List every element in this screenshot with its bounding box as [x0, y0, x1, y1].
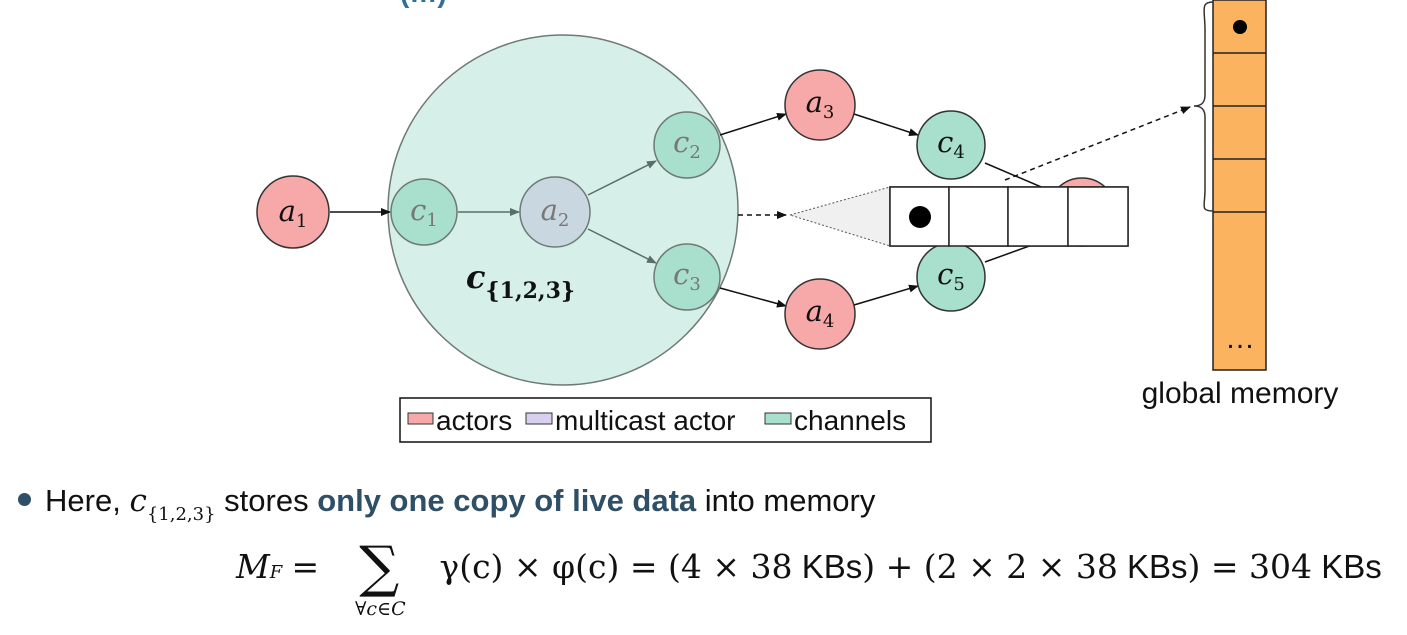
- dashed-arrow-to-memory: [1004, 106, 1191, 181]
- formula-sum: ∑∀c∈C: [336, 540, 422, 621]
- svg-text:c1: c1: [410, 193, 438, 231]
- bullet-highlight: only one copy of live data: [317, 483, 697, 518]
- svg-text:c3: c3: [673, 257, 701, 295]
- node-a2: a2: [519, 176, 591, 248]
- svg-text:c5: c5: [937, 257, 965, 295]
- svg-text:a3: a3: [806, 85, 835, 123]
- bullet-suffix: into memory: [704, 483, 876, 518]
- formula-lhs: MF: [236, 547, 283, 586]
- formula-mid: ) + (2 × 2 × 38: [862, 547, 1118, 586]
- formula-sum-subscript: ∀c∈C: [354, 598, 406, 620]
- bullet-statement: Here, c{1,2,3} stores only one copy of l…: [18, 483, 875, 525]
- legend-actors-swatch: [407, 412, 434, 425]
- bullet-prefix: Here,: [45, 483, 121, 518]
- svg-text:c4: c4: [937, 125, 965, 163]
- edge-c3-a4: [719, 287, 787, 308]
- node-a3: a3: [784, 69, 856, 141]
- legend-multicast-label: multicast actor: [555, 405, 736, 436]
- formula-unit-1: KBs: [801, 548, 863, 585]
- node-c4: c4: [916, 110, 986, 180]
- legend-channels-swatch: [764, 412, 792, 425]
- svg-text:a1: a1: [279, 194, 308, 232]
- memory-brace: [1193, 1, 1214, 212]
- legend: actors multicast actor channels: [399, 397, 932, 443]
- merged-channel-label: c{1,2,3}: [466, 258, 575, 304]
- legend-channels-label: channels: [794, 405, 906, 436]
- formula-eq: =: [291, 547, 320, 586]
- edge-c2-a3: [719, 112, 787, 136]
- edge-a2-c2: [587, 160, 657, 196]
- edge-a3-c4: [853, 113, 919, 136]
- memory-token-dot: [1233, 20, 1247, 34]
- node-a4: a4: [784, 278, 856, 350]
- edge-a2-c3: [587, 228, 657, 264]
- edge-a4-c5: [853, 284, 919, 306]
- header-partial-text: (…): [400, 0, 447, 8]
- node-a1: a1: [256, 175, 330, 249]
- formula-term: γ(c) × φ(c) = (4 × 38: [439, 547, 793, 586]
- bullet-middle: stores: [224, 483, 309, 518]
- legend-multicast-swatch: [525, 412, 553, 425]
- memory-label: global memory: [1142, 377, 1339, 410]
- bullet-dot: [18, 493, 31, 507]
- formula-end: ) = 304: [1187, 547, 1313, 586]
- zoom-cone: [788, 186, 891, 247]
- svg-text:c2: c2: [673, 125, 701, 163]
- svg-text:a2: a2: [541, 193, 570, 231]
- memory-ellipsis: …: [1225, 322, 1255, 355]
- node-c1: c1: [390, 178, 458, 246]
- formula-unit-3: KBs: [1321, 548, 1382, 585]
- node-c5: c5: [916, 242, 986, 312]
- formula-unit-2: KBs: [1127, 548, 1188, 585]
- legend-actors-label: actors: [436, 405, 512, 436]
- node-c3: c3: [653, 243, 721, 311]
- memory-formula: MF = ∑∀c∈C γ(c) × φ(c) = (4 × 38 KBs) + …: [236, 540, 1382, 630]
- global-memory: … global memory: [1142, 0, 1339, 410]
- bullet-symbol: c{1,2,3}: [129, 483, 216, 525]
- svg-text:a4: a4: [806, 294, 835, 332]
- buffer-overlay: [889, 186, 1129, 247]
- node-c2: c2: [653, 111, 721, 179]
